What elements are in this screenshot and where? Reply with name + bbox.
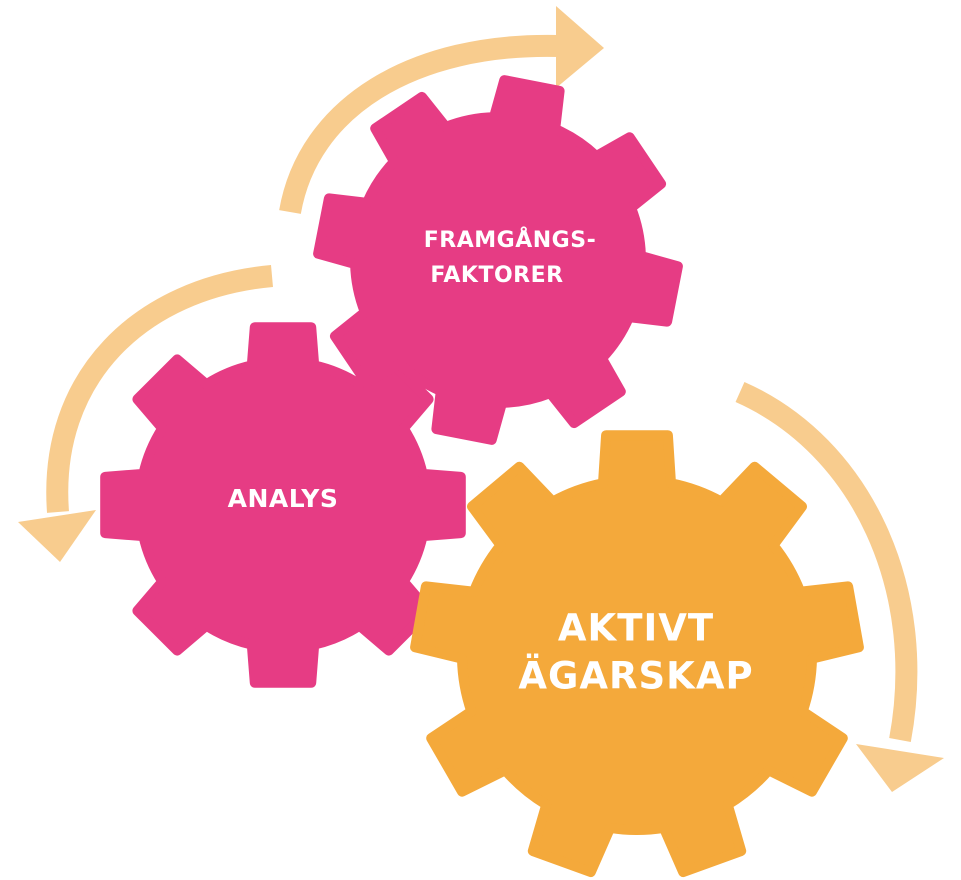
gear-framgang-label-line2: FAKTORER	[430, 263, 563, 288]
gear-framgang-shape	[313, 75, 683, 445]
arrow-right-head	[856, 744, 944, 792]
gear-aktivt-label-line2: ÄGARSKAP	[518, 654, 753, 698]
gear-analys: ANALYS	[100, 322, 466, 688]
gear-aktivt: AKTIVT ÄGARSKAP	[410, 430, 864, 878]
arrows-group	[18, 6, 944, 792]
gear-analys-shape	[100, 322, 466, 688]
arrow-top	[279, 6, 604, 215]
gear-aktivt-shape	[410, 430, 864, 878]
arrow-right	[735, 381, 944, 792]
arrow-left-shaft	[46, 265, 274, 513]
gear-framgang: FRAMGÅNGS- FAKTORER	[313, 75, 683, 445]
arrow-top-head	[556, 6, 604, 88]
gear-aktivt-label-line1: AKTIVT	[558, 607, 714, 650]
arrow-left-head	[18, 510, 96, 562]
gear-analys-label: ANALYS	[228, 484, 339, 513]
gear-framgang-label-line1: FRAMGÅNGS-	[424, 227, 596, 253]
arrow-left	[18, 265, 274, 562]
arrow-right-shaft	[735, 381, 918, 743]
arrow-top-shaft	[279, 34, 561, 215]
